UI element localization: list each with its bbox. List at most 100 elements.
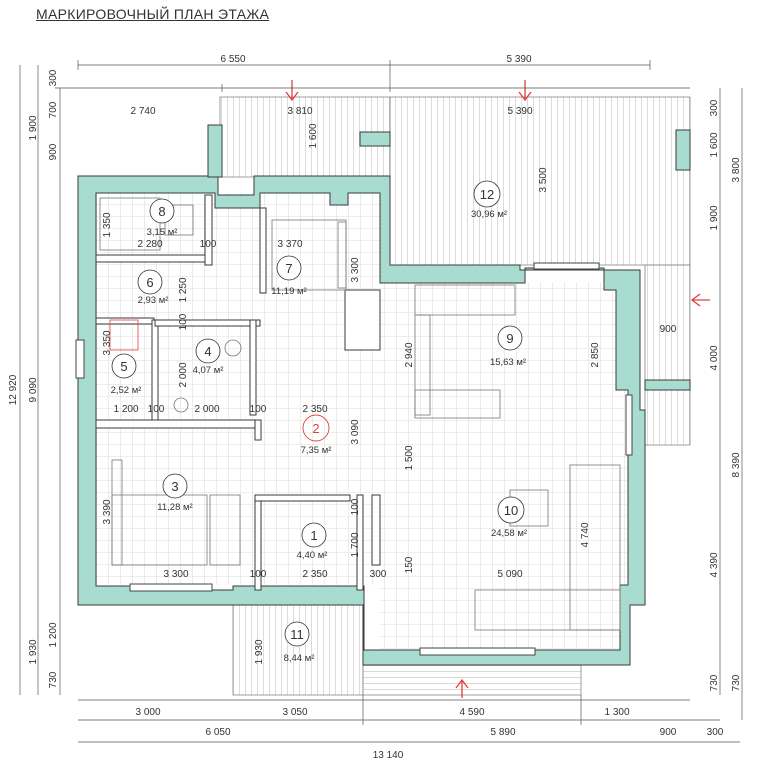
dim-left-3: 700 (48, 101, 59, 118)
dim-left-8: 730 (48, 671, 59, 688)
dim-int-3090: 3 090 (350, 419, 361, 444)
room-10: 10 24,58 м² (491, 496, 527, 539)
svg-text:4,07 м²: 4,07 м² (193, 365, 224, 376)
svg-text:2: 2 (312, 421, 319, 436)
walls (77, 124, 691, 666)
dim-int-3300b: 3 300 (163, 569, 188, 580)
dim-int-2940: 2 940 (404, 342, 415, 367)
room-6: 6 2,93 м² (138, 269, 169, 306)
arrow-top-left-icon (285, 80, 299, 102)
dim-int-2000v: 2 000 (178, 362, 189, 387)
dim-int-1600: 1 600 (308, 123, 319, 148)
dim-bottom-total: 13 140 (373, 750, 404, 761)
dim-int-100f: 100 (350, 498, 361, 515)
dim-int-3390: 3 390 (102, 499, 113, 524)
svg-text:11,19 м²: 11,19 м² (271, 286, 306, 297)
bath-tub (99, 197, 161, 251)
arrow-bottom-icon (455, 678, 469, 698)
dim-bottom-3: 4 590 (459, 707, 484, 718)
dim-int-100b: 100 (178, 313, 189, 330)
svg-text:3: 3 (171, 479, 178, 494)
dim-top-3: 2 740 (130, 106, 155, 117)
dim-top-2: 5 390 (506, 54, 531, 65)
dim-top-1: 6 550 (220, 54, 245, 65)
svg-text:3,15 м²: 3,15 м² (147, 227, 178, 238)
dim-int-2850: 2 850 (590, 342, 601, 367)
svg-text:24,58 м²: 24,58 м² (491, 528, 527, 539)
dim-int-100e: 100 (250, 569, 267, 580)
dim-int-1500: 1 500 (404, 445, 415, 470)
partitions (95, 194, 381, 591)
svg-text:9: 9 (506, 331, 513, 346)
entrance-arrows (285, 80, 710, 698)
terrace-right (644, 264, 691, 446)
dim-top-5: 5 390 (507, 106, 532, 117)
room-8: 8 3,15 м² (147, 198, 178, 238)
dim-bottom-7: 900 (660, 727, 677, 738)
dim-int-3500: 3 500 (538, 167, 549, 192)
arrow-top-right-icon (518, 80, 532, 102)
dim-int-2350a: 2 350 (302, 404, 327, 415)
kitchen-counter (414, 284, 516, 316)
dim-int-3300a: 3 300 (350, 257, 361, 282)
dim-right-3: 3 800 (731, 157, 742, 182)
dim-left-5: 9 090 (28, 377, 39, 402)
interior-floors (95, 193, 630, 650)
dim-int-2000h: 2 000 (194, 404, 219, 415)
dim-int-100d: 100 (250, 404, 267, 415)
dim-right-7: 4 390 (709, 552, 720, 577)
dim-left-2: 1 900 (28, 115, 39, 140)
dim-int-2280: 2 280 (137, 239, 162, 250)
dim-int-3350: 3 350 (102, 330, 113, 355)
dim-int-3370: 3 370 (277, 239, 302, 250)
kitchen-island (414, 389, 501, 419)
dim-left-7: 1 200 (48, 622, 59, 647)
svg-text:12: 12 (480, 187, 494, 202)
dim-right-9: 730 (731, 674, 742, 691)
dim-int-300: 300 (370, 569, 387, 580)
svg-text:2,52 м²: 2,52 м² (111, 385, 142, 396)
svg-text:6: 6 (146, 275, 153, 290)
dim-int-2350b: 2 350 (302, 569, 327, 580)
dim-right-8: 730 (709, 674, 720, 691)
room-7: 7 11,19 м² (271, 255, 307, 297)
svg-text:8,44 м²: 8,44 м² (284, 653, 315, 664)
dim-int-5090: 5 090 (497, 569, 522, 580)
dim-int-1700: 1 700 (350, 532, 361, 557)
dimension-labels: 6 550 5 390 2 740 3 810 5 390 3 000 3 05… (8, 54, 742, 761)
arrow-right-icon (690, 293, 710, 307)
svg-text:7: 7 (285, 261, 292, 276)
dim-left-total: 12 920 (8, 374, 19, 405)
dim-right-5: 4 000 (709, 345, 720, 370)
svg-text:1: 1 (310, 528, 317, 543)
dim-int-4740: 4 740 (580, 522, 591, 547)
dim-int-1930: 1 930 (254, 639, 265, 664)
room-1: 1 4,40 м² (297, 522, 328, 561)
dim-int-1200: 1 200 (113, 404, 138, 415)
svg-text:8: 8 (158, 204, 165, 219)
room-3: 3 11,28 м² (157, 473, 193, 513)
dim-int-1350a: 1 350 (102, 212, 113, 237)
terrace-bottom (362, 664, 582, 696)
dim-right-4: 1 900 (709, 205, 720, 230)
dim-int-100a: 100 (200, 239, 217, 250)
dim-bottom-4: 1 300 (604, 707, 629, 718)
terrace-room-11 (232, 604, 364, 696)
dim-int-1250: 1 250 (178, 277, 189, 302)
dim-left-4: 900 (48, 143, 59, 160)
room-5: 5 2,52 м² (111, 353, 142, 396)
svg-text:15,63 м²: 15,63 м² (490, 357, 526, 368)
dim-bottom-1: 3 000 (135, 707, 160, 718)
svg-text:2,93 м²: 2,93 м² (138, 295, 169, 306)
room-12: 12 30,96 м² (471, 180, 507, 220)
svg-text:4,40 м²: 4,40 м² (297, 550, 328, 561)
svg-text:30,96 м²: 30,96 м² (471, 209, 507, 220)
svg-text:7,35 м²: 7,35 м² (301, 445, 332, 456)
terrace-room-12 (389, 96, 691, 266)
room-9: 9 15,63 м² (490, 325, 526, 368)
room-4: 4 4,07 м² (193, 338, 224, 376)
windows (75, 262, 633, 656)
svg-text:5: 5 (120, 359, 127, 374)
dim-left-1: 300 (48, 69, 59, 86)
